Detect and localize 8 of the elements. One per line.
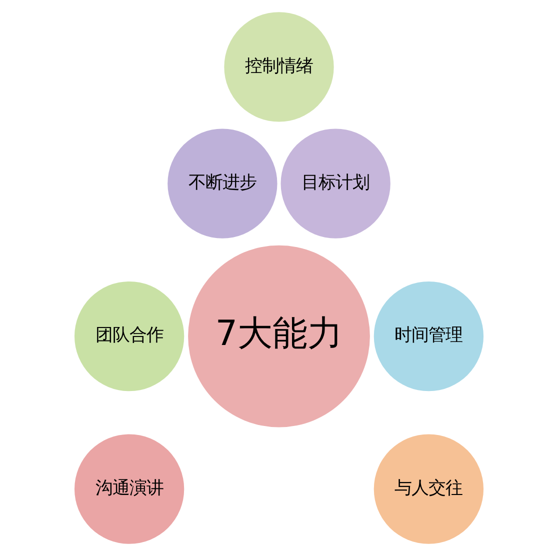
node-circle: 控制情绪: [224, 12, 334, 122]
node-circle: 时间管理: [374, 281, 484, 392]
node-circle: 目标计划: [280, 128, 390, 238]
node-circle: 不断进步: [168, 128, 278, 238]
node-circle: 团队合作: [74, 281, 184, 392]
node-circle: 7大能力: [188, 245, 370, 428]
node-circle: 沟通演讲: [74, 434, 184, 544]
node-circle: 与人交往: [374, 434, 484, 544]
